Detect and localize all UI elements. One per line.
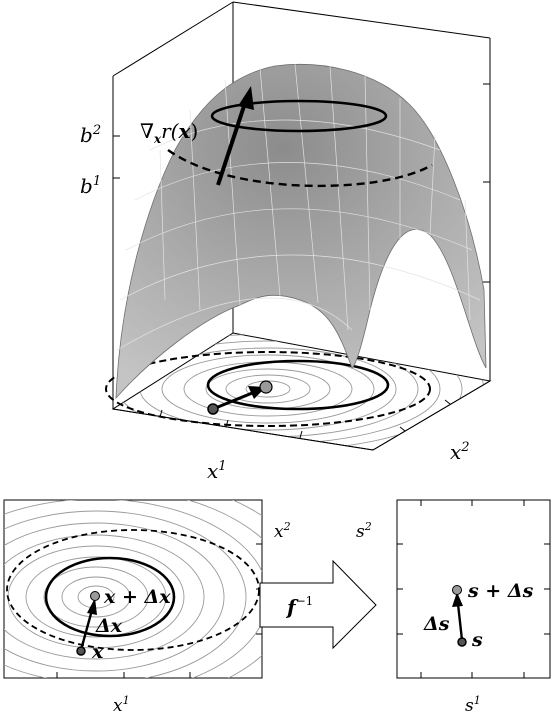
left-delta-arrowhead: [87, 598, 97, 615]
left-delta-arrow: [79, 609, 94, 651]
left-point-end: [90, 591, 100, 601]
surface-plot-3d: b2 b1 ∇xr(x) x1 x2: [80, 1, 492, 483]
floor-point-start: [207, 403, 219, 415]
floor-point-end: [259, 380, 273, 394]
surface-mesh: [116, 63, 481, 351]
left-x1-label: x1: [113, 694, 130, 714]
top-x1-label: x1: [207, 459, 227, 483]
right-s2-label: s2: [356, 520, 372, 542]
mapping-label: f−1: [285, 594, 313, 619]
right-point-start: [457, 637, 467, 647]
left-contour-b2-solid: [44, 556, 176, 638]
right-s1-label: s1: [465, 694, 481, 714]
right-panel-ticks: [397, 500, 550, 678]
left-point-start: [76, 646, 86, 656]
gradient-label: ∇xr(x): [140, 119, 198, 146]
top-x2-label: x2: [450, 440, 470, 464]
right-point-start-label: s: [471, 629, 483, 651]
bottom-left-contour-panel: x + Δx Δx x x1 x2: [3, 499, 291, 714]
left-point-start-label: x: [91, 641, 104, 663]
right-delta-arrowhead: [452, 592, 463, 607]
axis-ticks: [113, 83, 490, 439]
mapping-arrow: f−1: [259, 559, 377, 650]
box-front-edges: [112, 76, 491, 451]
right-point-end-label: s + Δs: [467, 580, 534, 602]
level-label-b1: b1: [80, 174, 101, 198]
surface-gradient-arrow: [216, 99, 248, 186]
floor-contour-b2-solid: [206, 359, 390, 411]
floor-gradient-arrow: [212, 389, 258, 411]
right-point-end: [452, 585, 462, 595]
bottom-right-latent-panel: s + Δs Δs s s1 s2: [356, 499, 551, 714]
surface-level-b1-dashed: [167, 149, 433, 188]
level-label-b2: b2: [80, 123, 101, 147]
left-arrow-label: Δx: [95, 615, 123, 637]
right-panel-frame: [396, 499, 551, 679]
left-x2-label: x2: [274, 520, 291, 542]
floor-contour-b1-dashed: [105, 351, 431, 427]
left-panel-contours: [4, 500, 262, 678]
surface-gradient-arrowhead: [238, 86, 254, 110]
right-delta-arrow: [456, 603, 464, 641]
left-contour-b1-dashed: [6, 529, 260, 651]
mapping-arrow-shape: [259, 559, 377, 650]
right-arrow-label: Δs: [423, 613, 450, 635]
left-point-end-label: x + Δx: [103, 586, 171, 608]
surface-level-b2-solid: [210, 99, 388, 133]
paraboloid-surface: [115, 63, 487, 400]
